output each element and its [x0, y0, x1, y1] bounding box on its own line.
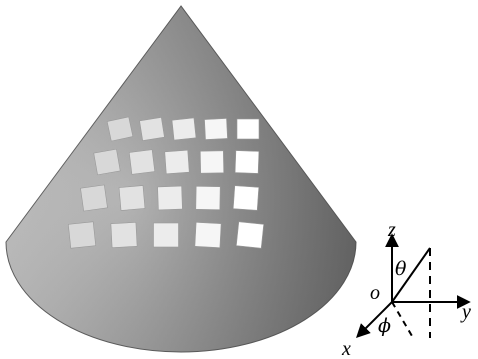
patch-element — [195, 185, 221, 211]
theta-label: θ — [395, 258, 407, 280]
patch-element — [93, 148, 121, 176]
patch-element — [232, 185, 260, 211]
patch-element — [204, 118, 228, 140]
patch-element — [110, 222, 138, 248]
patch-element — [67, 221, 97, 249]
patch-element — [106, 116, 134, 142]
patch-element — [80, 184, 108, 212]
y-axis-label: y — [460, 301, 471, 323]
coordinate-system: z y x o θ ϕ — [341, 219, 471, 359]
cone — [5, 5, 357, 353]
phi-label: ϕ — [378, 315, 391, 337]
z-axis-label: z — [387, 219, 396, 241]
patch-element — [153, 222, 179, 248]
patch-element — [139, 117, 165, 141]
x-axis-label: x — [341, 338, 351, 359]
patch-element — [234, 150, 260, 174]
cone-shading — [6, 6, 356, 352]
patch-element — [118, 185, 146, 211]
patch-array — [67, 116, 265, 249]
patch-element — [164, 149, 190, 175]
patch-element — [200, 150, 224, 174]
patch-element — [236, 118, 260, 140]
patch-element — [235, 221, 265, 249]
patch-element — [157, 185, 183, 211]
x-axis — [356, 301, 393, 338]
origin-label: o — [370, 282, 380, 304]
patch-element — [128, 149, 156, 175]
horizontal-projection-dashed — [391, 301, 413, 337]
direction-vector — [391, 247, 431, 303]
patch-element — [171, 117, 197, 141]
patch-element — [194, 222, 222, 248]
